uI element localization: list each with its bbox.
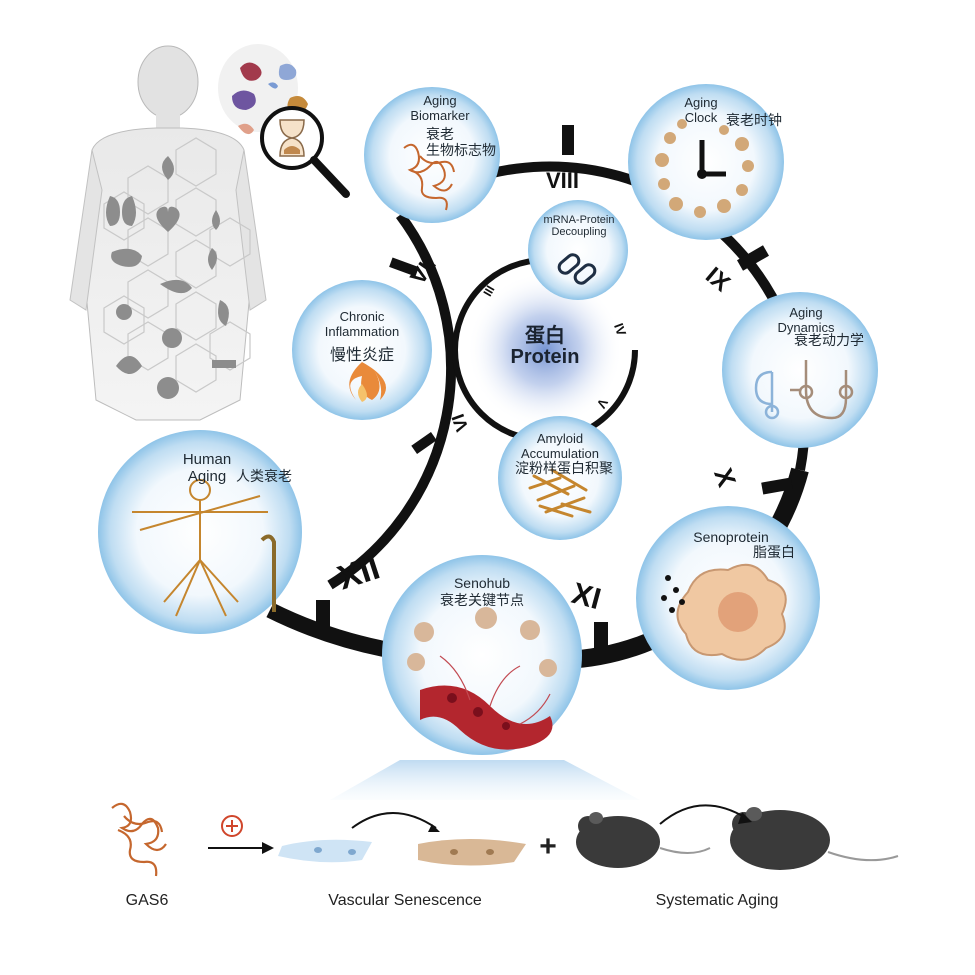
clock-en: Aging Clock <box>684 95 718 125</box>
human-body-illustration <box>69 44 350 421</box>
amyloid-fibers-icon <box>528 468 592 518</box>
chain-link-icon <box>557 253 597 285</box>
magnifier-hourglass-icon <box>260 106 350 198</box>
systematic-aging-label: Systematic Aging <box>655 892 779 909</box>
arrow-right-icon <box>208 842 274 854</box>
inflammation-en: Chronic Inflammation <box>324 309 400 339</box>
bubble-clock <box>628 84 784 240</box>
senoprotein-zh: 脂蛋白 <box>753 545 795 561</box>
dynamics-zh: 衰老动力学 <box>794 333 864 349</box>
senoprotein-en: Senoprotein <box>693 529 769 545</box>
senohub-en: Senohub <box>453 575 511 591</box>
vascular-cells-icon <box>278 812 526 866</box>
bubble-biomarker <box>364 87 500 223</box>
inflammation-zh: 慢性炎症 <box>329 345 394 364</box>
dynamics-en: Aging Dynamics <box>777 305 835 335</box>
plus-circle-icon <box>221 815 243 837</box>
bubble-dynamics <box>722 292 878 448</box>
numeral-viii: VIII <box>546 168 580 193</box>
clock-face-icon <box>655 119 754 218</box>
dynamics-loop-icon <box>754 360 854 420</box>
spotlight <box>330 760 640 800</box>
vitruvian-man-icon <box>132 479 276 617</box>
amyloid-en: Amyloid Accumulation <box>520 431 600 461</box>
human-en: Human Aging <box>182 451 232 485</box>
gas6-protein-icon <box>111 802 167 877</box>
center-en: Protein <box>510 346 580 369</box>
bubble-inflammation <box>292 280 432 420</box>
biomarker-en: Aging Biomarker <box>410 93 470 123</box>
bubble-decoupling <box>528 200 628 300</box>
center-label: 蛋白 Protein <box>495 324 595 369</box>
plus-symbol: + <box>539 830 557 863</box>
senohub-zh: 衰老关键节点 <box>440 593 524 609</box>
flame-icon <box>349 362 386 402</box>
senoprotein-cell-icon <box>661 563 787 661</box>
biomarker-label: Aging Biomarker <box>380 93 500 123</box>
center-zh: 蛋白 <box>525 323 565 347</box>
decoupling-en: mRNA-Protein Decoupling <box>543 214 615 239</box>
mice-icon <box>576 804 899 870</box>
gas6-label: GAS6 <box>125 892 169 909</box>
biomarker-protein-icon <box>403 143 455 211</box>
human-zh: 人类衰老 <box>236 469 292 485</box>
vascular-senescence-label: Vascular Senescence <box>328 892 482 909</box>
amyloid-zh: 淀粉样蛋白积聚 <box>515 461 613 477</box>
senohub-organs-vessel-icon <box>407 607 557 750</box>
clock-zh: 衰老时钟 <box>726 113 782 129</box>
biomarker-zh: 衰老 生物标志物 <box>426 127 496 159</box>
